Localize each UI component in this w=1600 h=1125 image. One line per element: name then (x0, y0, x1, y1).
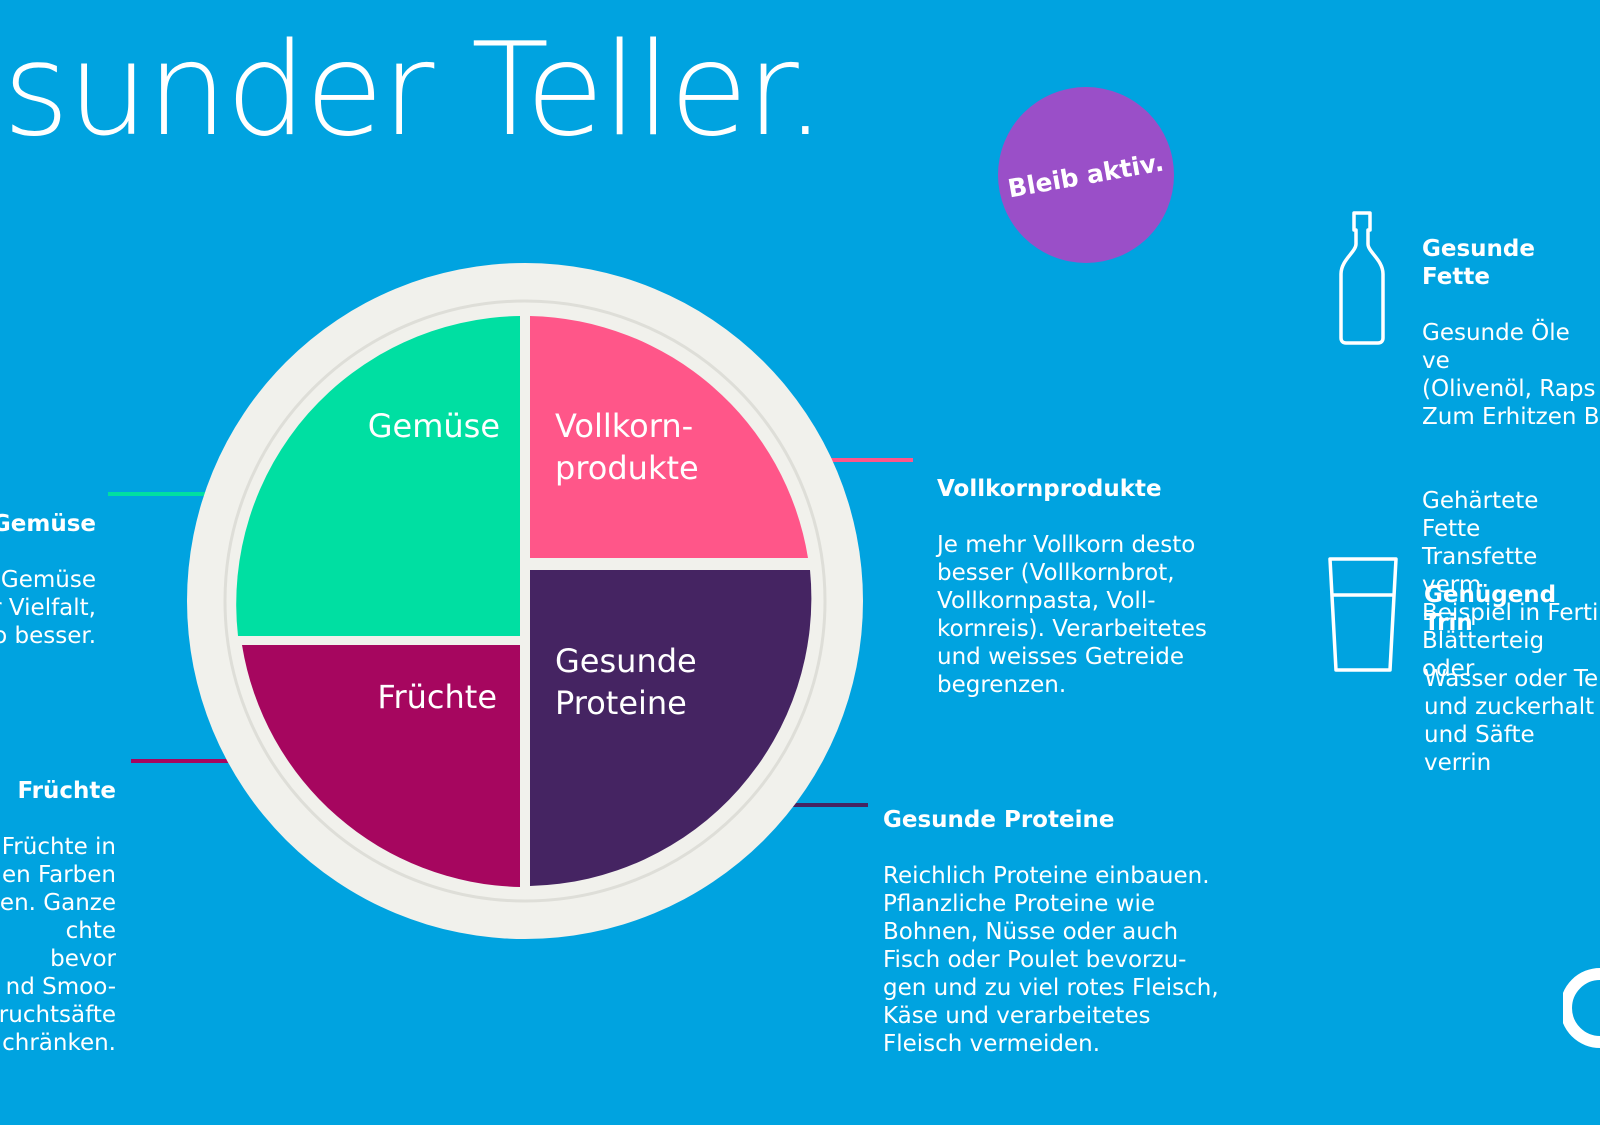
fruechte-callout: Früchte Früchte in en Farben en. Ganze c… (0, 749, 116, 1085)
gemuese-callout: Gemüse Gemüse r Vielfalt, o besser. (0, 482, 96, 678)
fruechte-segment (242, 645, 520, 887)
gemuese-callout-body: Gemüse r Vielfalt, o besser. (0, 567, 96, 649)
gemuese-callout-heading: Gemüse (0, 511, 96, 537)
gemuese-segment-label: Gemüse (367, 407, 500, 445)
proteine-callout-heading: Gesunde Proteine (883, 807, 1115, 833)
fette-callout-heading: Gesunde Fette (1422, 236, 1535, 290)
trinken-callout: Genügend Trin Wasser oder Te und zuckerh… (1424, 553, 1600, 805)
vollkorn-segment (530, 316, 808, 558)
vollkorn-callout-body: Je mehr Vollkorn desto besser (Vollkornb… (937, 532, 1207, 698)
plate-rim-groove (223, 299, 827, 903)
vollkorn-callout: Vollkornprodukte Je mehr Vollkorn desto … (937, 447, 1207, 727)
vollkorn-callout-heading: Vollkornprodukte (937, 476, 1162, 502)
proteine-callout: Gesunde Proteine Reichlich Proteine einb… (883, 778, 1219, 1086)
bottle-icon (1339, 211, 1385, 345)
vollkorn-segment-label: Vollkorn- produkte (555, 407, 699, 487)
fruechte-segment-label: Früchte (377, 678, 497, 716)
fette-callout-body-1: Gesunde Öle ve (Olivenöl, Raps Zum Erhit… (1422, 320, 1600, 430)
trinken-callout-heading: Genügend Trin (1424, 582, 1557, 636)
glass-icon (1328, 557, 1398, 672)
proteine-segment-label: Gesunde Proteine (555, 642, 697, 722)
logo-icon (1563, 968, 1600, 1048)
proteine-callout-body: Reichlich Proteine einbauen. Pflanzliche… (883, 863, 1219, 1057)
page-title: esunder Teller. (0, 16, 826, 165)
bleib-aktiv-badge: Bleib aktiv. (998, 87, 1174, 263)
fette-callout: Gesunde Fette Gesunde Öle ve (Olivenöl, … (1422, 207, 1600, 711)
fette-callout-body-2: Gehärtete Fette Transfette verm Beispiel… (1422, 488, 1599, 682)
fruechte-callout-heading: Früchte (17, 778, 116, 804)
proteine-segment (530, 570, 812, 886)
trinken-callout-body: Wasser oder Te und zuckerhalt und Säfte … (1424, 666, 1599, 776)
gemuese-segment (236, 316, 520, 636)
fruechte-callout-body: Früchte in en Farben en. Ganze chte bevo… (0, 834, 116, 1056)
